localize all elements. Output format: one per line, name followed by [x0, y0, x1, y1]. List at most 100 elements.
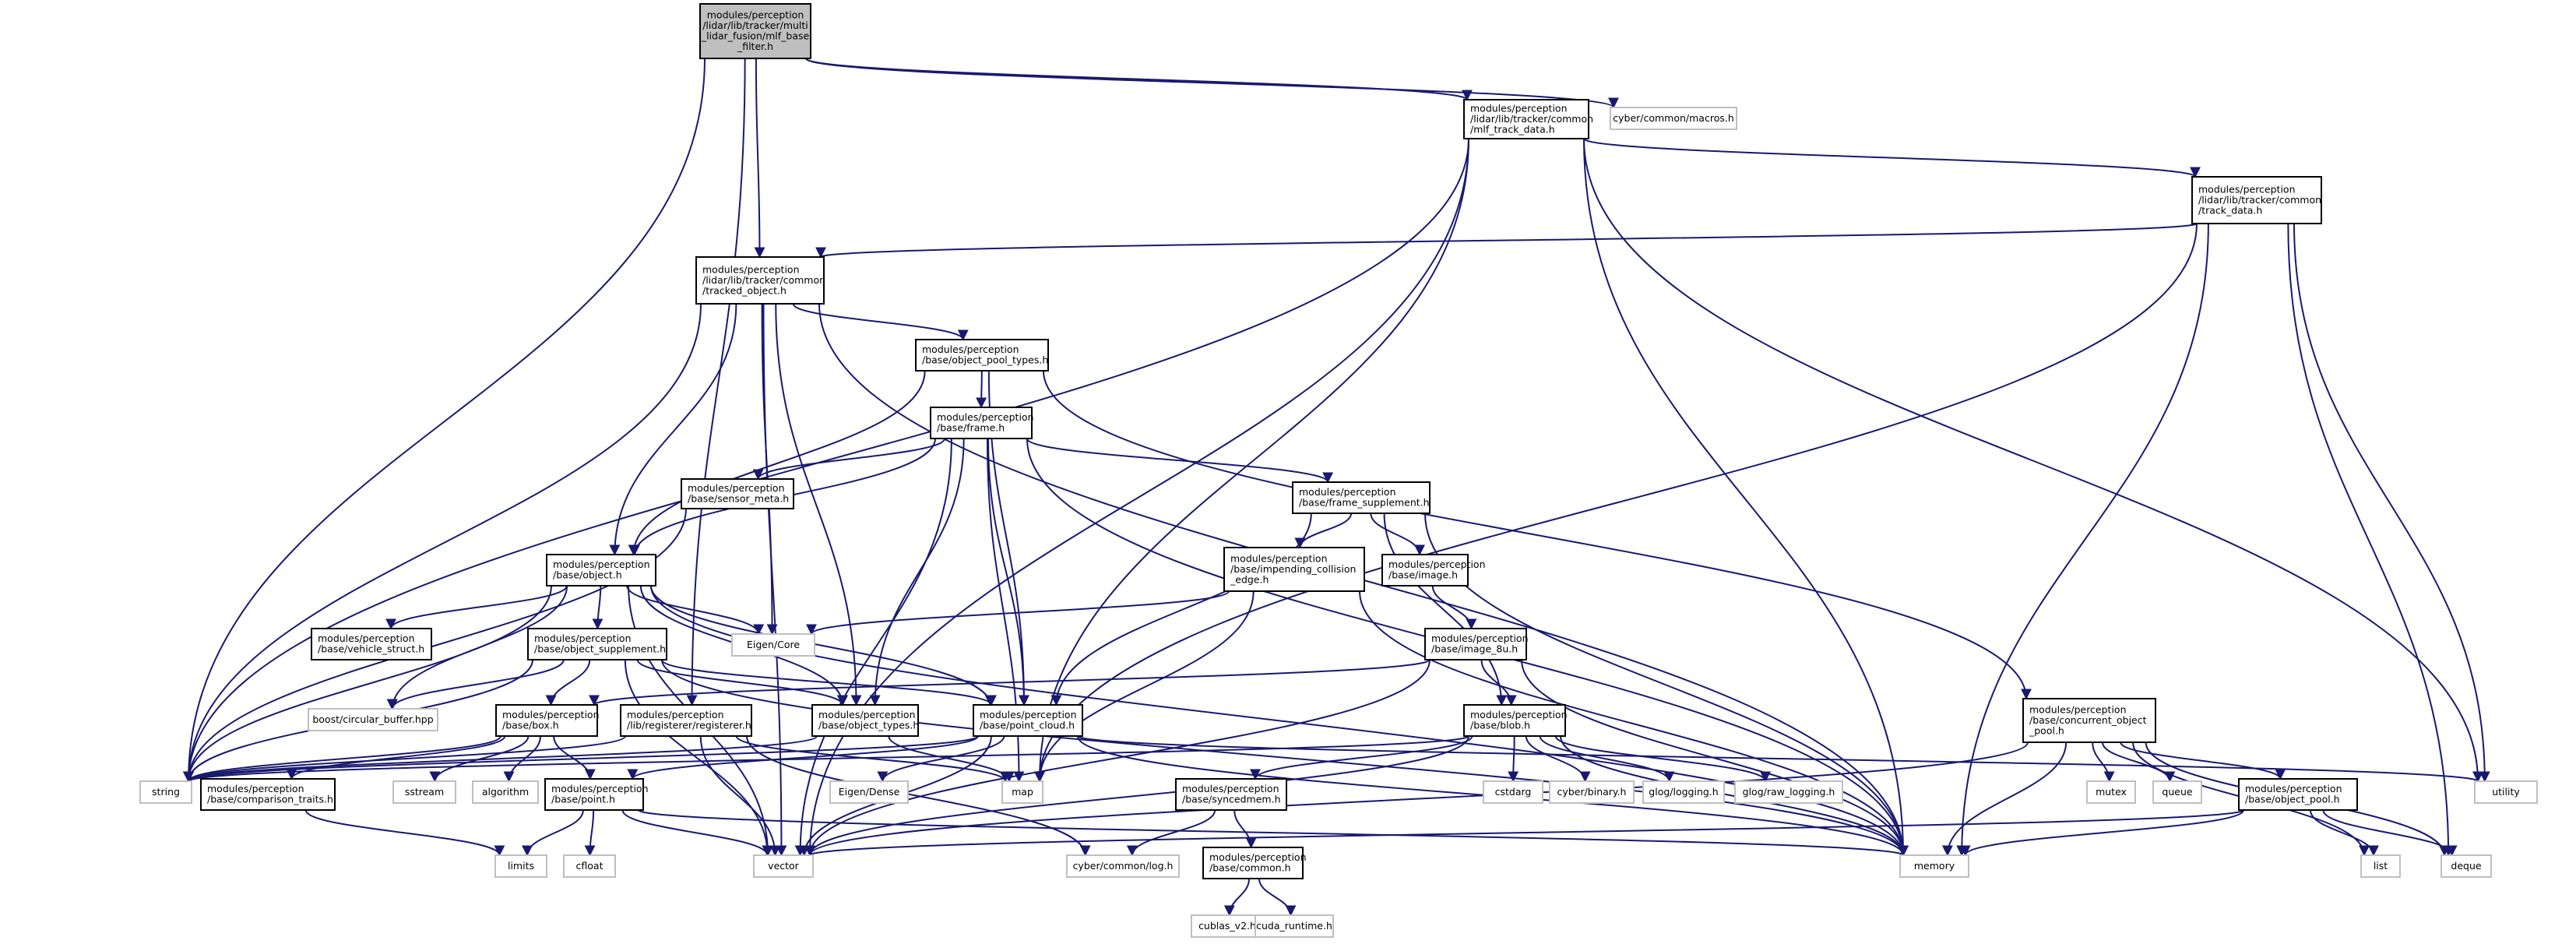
node-queue[interactable]: queue	[2152, 780, 2202, 804]
node-label-line: glog/raw_logging.h	[1743, 786, 1835, 798]
node-box	[2441, 854, 2492, 878]
node-utility[interactable]: utility	[2474, 780, 2538, 804]
node-box	[1642, 780, 1725, 804]
node-object-pool-types[interactable]: modules/perception/base/object_pool_type…	[915, 339, 1049, 372]
node-blob[interactable]: modules/perception/base/blob.h	[1463, 704, 1568, 737]
node-box	[1292, 481, 1431, 514]
node-memory[interactable]: memory	[1899, 854, 1969, 878]
edge-object-pool-to-list	[2309, 809, 2379, 857]
node-object-types[interactable]: modules/perception/base/object_types.h	[811, 704, 919, 737]
node-box	[563, 854, 616, 878]
node-box	[695, 256, 825, 305]
node-label-line: /base/image_8u.h	[1431, 643, 1518, 655]
node-registerer[interactable]: modules/perception/lib/registerer/regist…	[620, 704, 752, 737]
edge-syncedmem-to-cyber-log	[1126, 809, 1216, 857]
node-syncedmem[interactable]: modules/perception/base/syncedmem.h	[1175, 778, 1287, 811]
node-mutex[interactable]: mutex	[2086, 780, 2136, 804]
node-eigen-dense[interactable]: Eigen/Dense	[829, 780, 909, 804]
node-label-line: glog/logging.h	[1649, 786, 1718, 798]
node-sstream[interactable]: sstream	[392, 780, 456, 804]
node-glog-raw-logging[interactable]: glog/raw_logging.h	[1734, 780, 1843, 804]
edge-image-8u-to-blob	[1480, 659, 1517, 706]
node-deque[interactable]: deque	[2441, 854, 2492, 878]
node-label-line: cuda_runtime.h	[1256, 920, 1332, 932]
node-cuda-runtime[interactable]: cuda_runtime.h	[1255, 914, 1334, 938]
node-label-line: modules/perception	[937, 411, 1034, 423]
node-image-8u[interactable]: modules/perception/base/image_8u.h	[1424, 628, 1529, 660]
edge-mlf-track-data-to-memory	[1583, 138, 1909, 857]
node-list[interactable]: list	[2360, 854, 2401, 878]
node-box[interactable]: modules/perception/base/box.h	[495, 704, 600, 737]
edge-image-8u-to-box	[589, 659, 1431, 706]
node-comparison-traits[interactable]: modules/perception/base/comparison_trait…	[200, 778, 336, 811]
node-track-data[interactable]: modules/perception/lidar/lib/tracker/com…	[2191, 176, 2322, 224]
node-box	[1610, 107, 1737, 130]
node-object-supplement[interactable]: modules/perception/base/object_supplemen…	[527, 628, 667, 660]
node-frame-supplement[interactable]: modules/perception/base/frame_supplement…	[1292, 481, 1431, 514]
edge-object-supplement-to-boost-circular-buffer	[386, 659, 565, 710]
node-cublas-v2[interactable]: cublas_v2.h	[1191, 914, 1264, 938]
node-common[interactable]: modules/perception/base/common.h	[1202, 847, 1307, 879]
node-impending-collision-edge[interactable]: modules/perception/base/impending_collis…	[1223, 547, 1365, 592]
node-label-line: modules/perception	[318, 632, 415, 644]
node-label-line: cyber/binary.h	[1557, 786, 1627, 798]
node-string[interactable]: string	[139, 780, 192, 804]
node-label-line: modules/perception	[1470, 709, 1568, 720]
node-image[interactable]: modules/perception/base/image.h	[1381, 554, 1486, 586]
node-limits[interactable]: limits	[494, 854, 547, 878]
node-cyber-macros[interactable]: cyber/common/macros.h	[1610, 107, 1737, 130]
node-box	[494, 854, 547, 878]
node-label-line: /tracked_object.h	[702, 284, 787, 296]
node-label-line: /base/point_cloud.h	[980, 720, 1075, 731]
node-box	[546, 554, 656, 586]
edge-concurrent-object-pool-to-mutex	[2092, 741, 2115, 783]
node-box	[731, 633, 815, 657]
node-sensor-meta[interactable]: modules/perception/base/sensor_meta.h	[681, 478, 794, 509]
node-tracked-object[interactable]: modules/perception/lidar/lib/tracker/com…	[695, 256, 825, 305]
edge-image-to-image-8u	[1431, 585, 1477, 630]
node-object-pool[interactable]: modules/perception/base/object_pool.h	[2238, 778, 2358, 811]
node-algorithm[interactable]: algorithm	[472, 780, 539, 804]
node-cfloat[interactable]: cfloat	[563, 854, 616, 878]
node-label-line: /base/object_pool_types.h	[922, 354, 1048, 366]
edge-impending-collision-edge-to-eigen-core	[806, 590, 1230, 636]
edge-track-data-to-utility	[2293, 223, 2490, 783]
edge-frame-to-frame-supplement	[1026, 438, 1333, 484]
node-cyber-binary[interactable]: cyber/binary.h	[1549, 780, 1635, 804]
node-box	[139, 780, 192, 804]
node-label-line: /base/object_types.h	[818, 720, 919, 731]
node-cstdarg[interactable]: cstdarg	[1483, 780, 1543, 804]
node-eigen-core[interactable]: Eigen/Core	[731, 633, 815, 657]
edge-object-pool-to-memory	[1959, 809, 2244, 857]
node-object[interactable]: modules/perception/base/object.h	[546, 554, 656, 586]
node-label-line: /track_data.h	[2198, 204, 2262, 216]
node-label-line: utility	[2492, 786, 2520, 798]
node-point-cloud[interactable]: modules/perception/base/point_cloud.h	[973, 704, 1083, 737]
node-mlf-track-data[interactable]: modules/perception/lidar/lib/tracker/com…	[1463, 99, 1593, 139]
node-box	[681, 478, 794, 509]
node-box	[1001, 780, 1043, 804]
edge-object-pool-types-to-object	[628, 370, 926, 556]
node-box	[200, 778, 336, 811]
node-frame[interactable]: modules/perception/base/frame.h	[930, 407, 1034, 439]
node-glog-logging[interactable]: glog/logging.h	[1642, 780, 1725, 804]
edge-common-to-cuda-runtime	[1258, 878, 1297, 917]
node-concurrent-object-pool[interactable]: modules/perception/base/concurrent_objec…	[2022, 698, 2156, 743]
node-box	[930, 407, 1033, 439]
node-label-line: modules/perception	[1299, 486, 1396, 498]
node-box	[1899, 854, 1969, 878]
node-box	[2191, 176, 2322, 224]
node-layer: modules/perception/lidar/lib/tracker/mul…	[139, 3, 2538, 938]
edge-box-to-point	[553, 735, 596, 780]
node-label-line: /base/frame_supplement.h	[1299, 497, 1430, 509]
node-label-line: modules/perception	[502, 709, 600, 720]
node-box	[2360, 854, 2401, 878]
node-vehicle-struct[interactable]: modules/perception/base/vehicle_struct.h	[311, 628, 432, 660]
node-cyber-log[interactable]: cyber/common/log.h	[1066, 854, 1180, 878]
node-vector[interactable]: vector	[753, 854, 814, 878]
node-point[interactable]: modules/perception/base/point.h	[544, 778, 649, 811]
node-map[interactable]: map	[1001, 780, 1043, 804]
node-boost-circular-buffer[interactable]: boost/circular_buffer.hpp	[308, 708, 438, 731]
node-label-line: modules/perception	[818, 709, 916, 720]
node-label-line: /lidar/lib/tracker/common	[702, 274, 825, 286]
